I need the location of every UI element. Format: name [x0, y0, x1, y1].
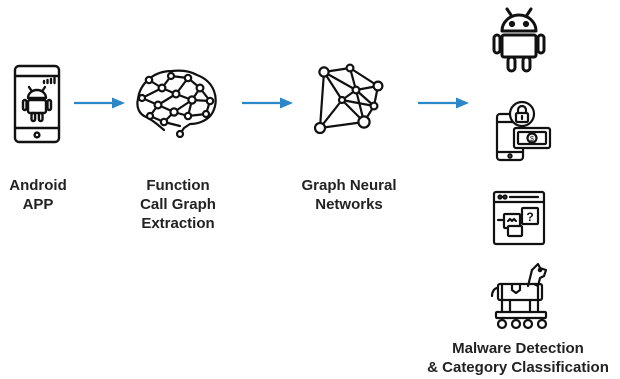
svg-text:$: $: [530, 136, 534, 143]
svg-text:?: ?: [526, 210, 533, 224]
android-robot-icon: [492, 7, 546, 73]
arrow-2: [242, 97, 293, 109]
scareware-window-icon: ?: [492, 190, 546, 246]
arrow-3: [418, 97, 469, 109]
stage-label-android-app: Android APP: [9, 177, 67, 213]
stage-label-gnn: Graph Neural Networks: [301, 177, 397, 213]
trojan-horse-icon: [490, 262, 548, 330]
android-phone-icon: [13, 64, 61, 144]
arrow-1: [74, 97, 125, 109]
neural-graph-icon: [314, 63, 384, 135]
stage-label-call-graph: Function Call Graph Extraction: [140, 177, 216, 232]
ransomware-phone-icon: $: [495, 100, 552, 162]
stage-label-malware-detection: Malware Detection & Category Classificat…: [427, 340, 609, 376]
brain-graph-icon: [136, 69, 217, 138]
